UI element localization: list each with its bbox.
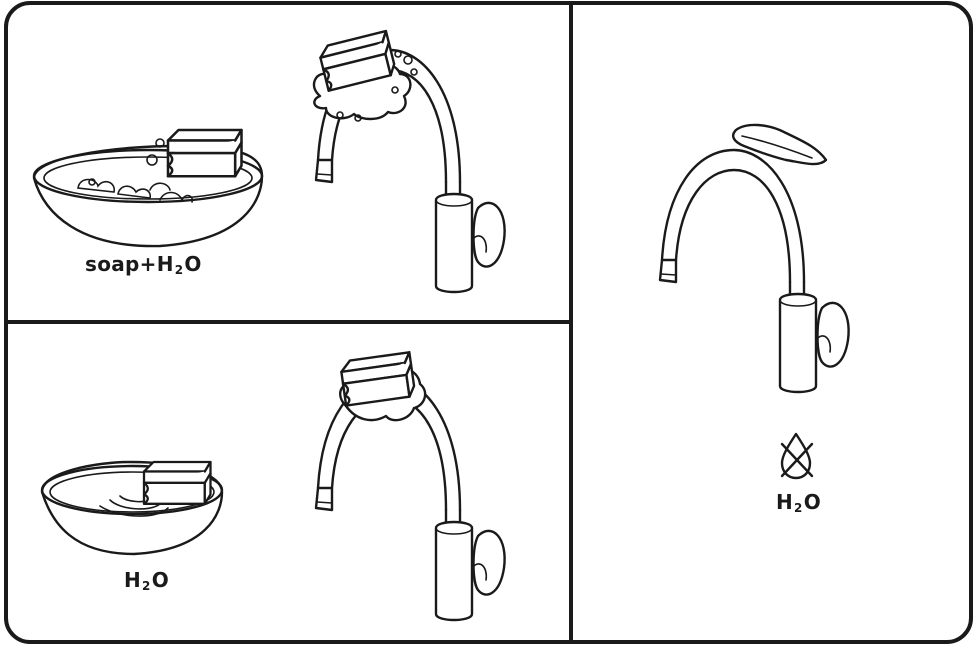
dry-label-tail: O: [804, 490, 821, 514]
rinse-label-sub: 2: [142, 579, 151, 593]
dry-label-main: H: [776, 490, 793, 514]
wash-label-tail: O: [184, 252, 201, 276]
wash-label: soap+H2O: [85, 252, 202, 277]
soapy-basin-illustration: [34, 130, 262, 246]
faucet-dry-wipe-illustration: [660, 125, 849, 392]
rinse-panel: [42, 352, 505, 620]
wash-label-sub: 2: [175, 263, 184, 277]
dry-label-sub: 2: [794, 501, 803, 515]
water-basin-illustration: [42, 462, 222, 554]
rinse-label-tail: O: [152, 568, 169, 592]
dry-label: H2O: [776, 490, 821, 515]
rinse-label: H2O: [124, 568, 169, 593]
rinse-label-main: H: [124, 568, 141, 592]
faucet-rinse-illustration: [316, 352, 505, 620]
no-water-drop-icon: [782, 434, 812, 478]
faucet-soap-rub-illustration: [314, 31, 505, 292]
dry-panel: [660, 125, 849, 478]
wash-label-main: soap+H: [85, 252, 174, 276]
